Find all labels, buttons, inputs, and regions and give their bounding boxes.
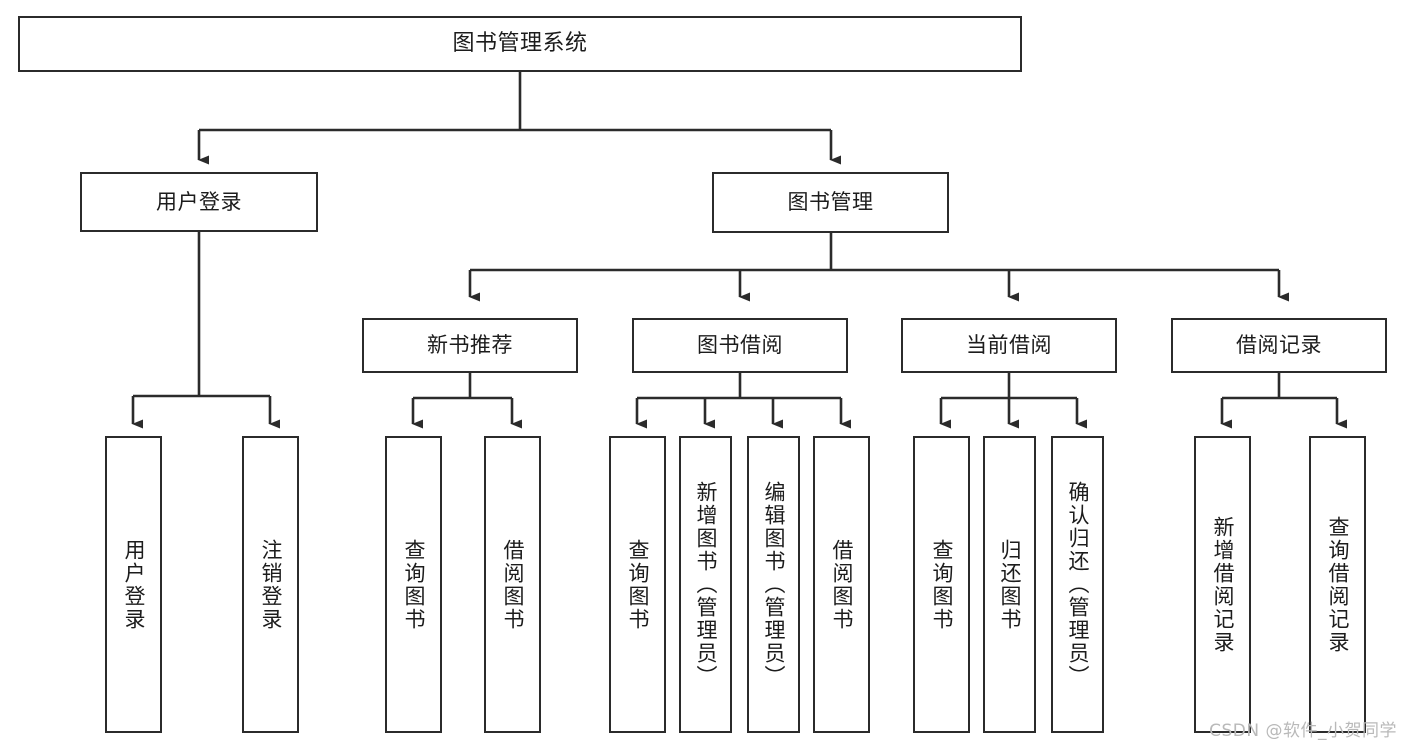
- node-label: 归还图书: [998, 538, 1022, 631]
- node-leaf-add-borrow-record[interactable]: 新增借阅记录: [1194, 436, 1251, 733]
- node-root-library-management-system[interactable]: 图书管理系统: [18, 16, 1022, 72]
- node-book-borrowing[interactable]: 图书借阅: [632, 318, 848, 373]
- node-leaf-query-book-borrow[interactable]: 查询图书: [609, 436, 666, 733]
- node-label: 注销登录: [259, 538, 283, 631]
- node-label: 当前借阅: [966, 333, 1052, 358]
- node-label: 新书推荐: [427, 333, 513, 358]
- node-borrowing-record[interactable]: 借阅记录: [1171, 318, 1387, 373]
- node-user-login[interactable]: 用户登录: [80, 172, 318, 232]
- node-leaf-add-book-admin[interactable]: 新增图书（管理员）: [679, 436, 732, 733]
- node-label: 新增借阅记录: [1211, 515, 1235, 654]
- node-label: 图书管理系统: [452, 31, 588, 57]
- node-leaf-user-login[interactable]: 用户登录: [105, 436, 162, 733]
- node-label: 图书借阅: [697, 333, 783, 358]
- node-leaf-confirm-return-admin[interactable]: 确认归还（管理员）: [1051, 436, 1104, 733]
- node-leaf-query-book-recommend[interactable]: 查询图书: [385, 436, 442, 733]
- node-label: 查询借阅记录: [1326, 515, 1350, 654]
- node-label: 查询图书: [930, 538, 954, 631]
- node-label: 借阅图书: [830, 538, 854, 631]
- node-label: 借阅记录: [1236, 333, 1322, 358]
- node-current-borrowing[interactable]: 当前借阅: [901, 318, 1117, 373]
- node-leaf-return-book[interactable]: 归还图书: [983, 436, 1036, 733]
- node-label: 新增图书（管理员）: [694, 481, 718, 688]
- node-label: 查询图书: [402, 538, 426, 631]
- node-leaf-edit-book-admin[interactable]: 编辑图书（管理员）: [747, 436, 800, 733]
- node-label: 确认归还（管理员）: [1066, 481, 1090, 688]
- node-label: 图书管理: [787, 190, 874, 215]
- node-new-book-recommendation[interactable]: 新书推荐: [362, 318, 578, 373]
- node-label: 用户登录: [122, 538, 146, 631]
- node-leaf-logout[interactable]: 注销登录: [242, 436, 299, 733]
- node-book-management[interactable]: 图书管理: [712, 172, 949, 233]
- node-label: 用户登录: [156, 189, 242, 214]
- node-label: 查询图书: [626, 538, 650, 631]
- node-leaf-query-book-current[interactable]: 查询图书: [913, 436, 970, 733]
- node-label: 编辑图书（管理员）: [762, 481, 786, 688]
- node-leaf-borrow-book-recommend[interactable]: 借阅图书: [484, 436, 541, 733]
- node-leaf-query-borrow-record[interactable]: 查询借阅记录: [1309, 436, 1366, 733]
- node-label: 借阅图书: [501, 538, 525, 631]
- csdn-watermark: CSDN @软件_小贺同学: [1209, 721, 1397, 741]
- node-leaf-borrow-book[interactable]: 借阅图书: [813, 436, 870, 733]
